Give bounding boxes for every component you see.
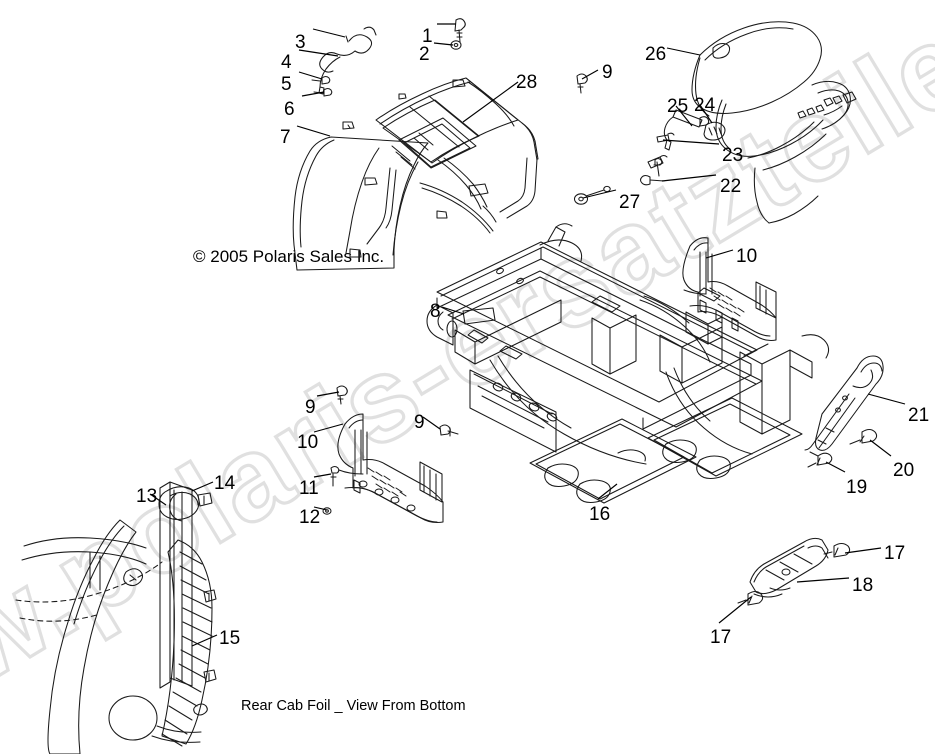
brace-21 xyxy=(804,355,884,468)
callout-number-7: 7 xyxy=(280,127,291,148)
leader-line-10 xyxy=(313,423,344,433)
callout-number-27: 27 xyxy=(619,192,641,213)
callout-number-20: 20 xyxy=(893,460,915,481)
callout-number-3: 3 xyxy=(295,32,306,53)
bolt-27 xyxy=(573,185,611,205)
callout-number-24: 24 xyxy=(694,95,716,116)
footwell-left xyxy=(337,413,444,524)
callout-number-8: 8 xyxy=(430,301,441,322)
callout-number-23: 23 xyxy=(722,145,744,166)
cab-foil-left xyxy=(15,481,217,754)
leader-line-10 xyxy=(705,249,734,259)
callout-number-16: 16 xyxy=(589,504,611,525)
callout-number-4: 4 xyxy=(281,52,292,73)
footwell-right xyxy=(682,237,777,342)
callout-number-11: 11 xyxy=(299,478,319,499)
leader-line-13 xyxy=(149,493,167,506)
decal-8 xyxy=(462,307,496,325)
callout-number-28: 28 xyxy=(516,72,538,93)
seat-assembly xyxy=(691,21,857,224)
leader-line-12 xyxy=(313,506,328,511)
callout-number-13: 13 xyxy=(136,486,158,507)
callout-number-12: 12 xyxy=(299,507,321,528)
hardware-top-left xyxy=(311,18,466,97)
leader-line-2 xyxy=(433,42,454,46)
callout-number-9: 9 xyxy=(602,62,613,83)
leader-line-15 xyxy=(191,634,218,647)
diagram-caption: Rear Cab Foil _ View From Bottom xyxy=(241,698,466,714)
seat-hardware xyxy=(639,109,726,186)
leader-line-4 xyxy=(298,49,339,57)
callout-number-22: 22 xyxy=(720,176,742,197)
leader-line-22 xyxy=(661,174,717,182)
callout-number-19: 19 xyxy=(846,477,868,498)
callout-number-9: 9 xyxy=(414,412,425,433)
leader-line-5 xyxy=(298,71,323,80)
callout-number-10: 10 xyxy=(736,246,758,267)
leader-line-23 xyxy=(662,139,720,145)
leader-line-17 xyxy=(718,596,752,624)
callout-number-9: 9 xyxy=(305,397,316,418)
leader-line-27 xyxy=(582,189,617,199)
leader-line-28 xyxy=(462,81,519,123)
callout-number-17: 17 xyxy=(710,627,732,648)
leader-line-24 xyxy=(699,104,713,124)
leader-line-26 xyxy=(666,47,701,56)
leader-line-9 xyxy=(316,391,340,397)
rear-cab-assembly xyxy=(292,77,539,271)
callout-number-6: 6 xyxy=(284,99,295,120)
callout-number-1: 1 xyxy=(422,26,433,47)
leader-line-7 xyxy=(296,125,331,137)
leader-line-9 xyxy=(581,69,599,80)
leader-line-14 xyxy=(191,481,214,492)
chassis-frame xyxy=(426,223,830,504)
callout-number-14: 14 xyxy=(214,473,236,494)
callout-number-18: 18 xyxy=(852,575,874,596)
callout-number-15: 15 xyxy=(219,628,241,649)
leader-line-9 xyxy=(422,416,441,430)
leader-line-25 xyxy=(675,105,693,127)
hardware-left-footwell xyxy=(322,385,459,515)
bracket-18 xyxy=(737,537,851,606)
callout-number-25: 25 xyxy=(667,96,689,117)
leader-line-19 xyxy=(825,461,846,473)
leader-line-16 xyxy=(597,483,618,500)
leader-line-21 xyxy=(867,393,906,405)
leader-line-11 xyxy=(313,473,332,478)
callout-number-10: 10 xyxy=(297,432,319,453)
callout-number-5: 5 xyxy=(281,74,292,95)
leader-line-17 xyxy=(844,547,882,554)
leader-line-20 xyxy=(869,439,892,457)
copyright-notice: © 2005 Polaris Sales Inc. xyxy=(193,247,385,266)
rivet-9-top xyxy=(576,73,588,94)
leader-line-18 xyxy=(796,577,850,583)
callout-number-2: 2 xyxy=(419,44,430,65)
leader-line-3 xyxy=(312,28,346,38)
callout-number-21: 21 xyxy=(908,405,930,426)
callout-number-26: 26 xyxy=(645,44,667,65)
callout-number-17: 17 xyxy=(884,543,906,564)
leader-line-8 xyxy=(441,306,465,315)
leader-line-6 xyxy=(301,91,325,97)
